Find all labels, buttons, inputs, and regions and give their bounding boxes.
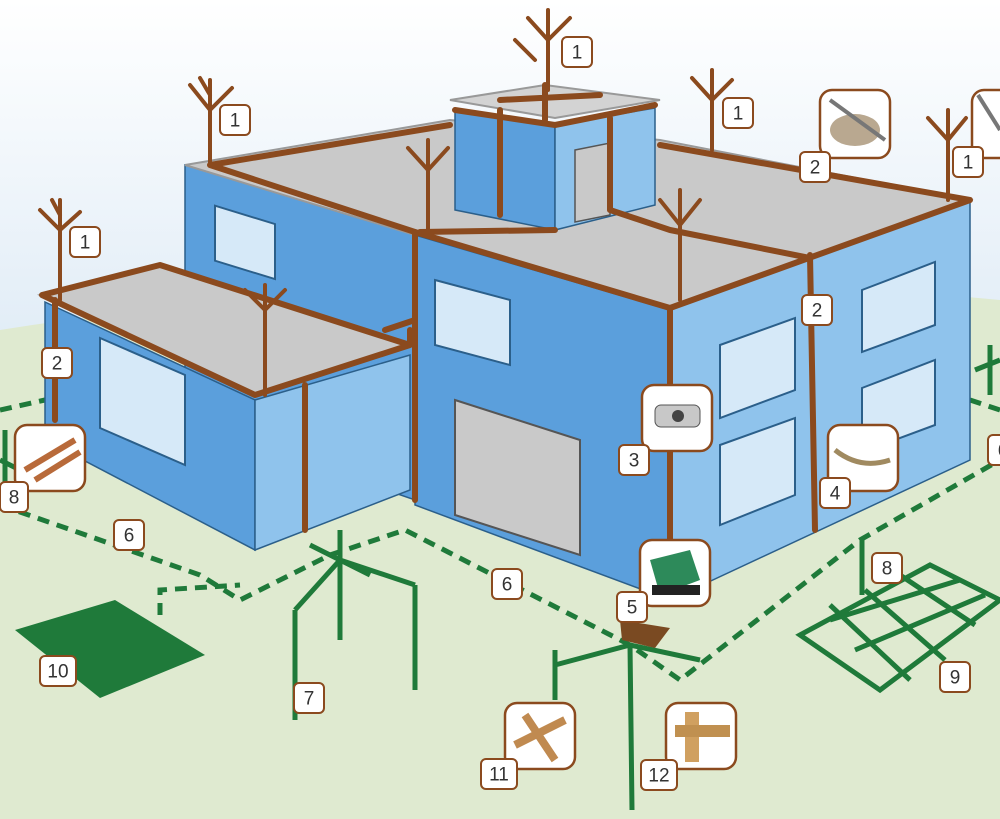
- callout-number: 6: [998, 441, 1000, 462]
- photo-clamp: [826, 423, 900, 493]
- callout-ground-mesh: 9: [939, 661, 971, 693]
- photo-cross-clamp: [503, 701, 577, 771]
- callout-test-joint: 3: [618, 444, 650, 476]
- callout-number: 2: [812, 301, 823, 322]
- callout-number: 1: [963, 153, 974, 174]
- callout-number: 10: [47, 662, 68, 683]
- callout-ground-loop: 6: [113, 519, 145, 551]
- callout-air-terminal: 1: [722, 97, 754, 129]
- callout-cross-clamp: 11: [480, 758, 518, 790]
- callout-down-conductor: 2: [799, 151, 831, 183]
- callout-ground-loop: 6: [987, 434, 1000, 466]
- callout-ground-rod: 7: [293, 682, 325, 714]
- callout-number: 6: [502, 575, 513, 596]
- callout-number: 2: [810, 158, 821, 179]
- callout-number: 1: [572, 43, 583, 64]
- photo-roof-clip: [970, 88, 1000, 160]
- callout-number: 4: [830, 484, 841, 505]
- callout-rod-clamp: 12: [640, 759, 678, 791]
- callout-number: 7: [304, 689, 315, 710]
- callout-conductor-clamp: 4: [819, 477, 851, 509]
- callout-number: 12: [648, 766, 669, 787]
- photo-rod-clamp: [664, 701, 738, 771]
- ground-mesh: [795, 540, 1000, 694]
- air-terminals: [38, 8, 968, 397]
- callout-down-conductor: 2: [41, 347, 73, 379]
- callout-down-conductor: 2: [801, 294, 833, 326]
- photo-test-joint: [640, 383, 714, 453]
- callout-air-terminal: 1: [561, 36, 593, 68]
- callout-number: 8: [882, 559, 893, 580]
- ground-loop: [0, 397, 1000, 684]
- building: [37, 83, 974, 648]
- photo-connection: [13, 423, 87, 493]
- callout-number: 11: [489, 765, 509, 786]
- callout-number: 1: [230, 111, 241, 132]
- callout-connection-point: 8: [871, 552, 903, 584]
- callout-connection-point: 8: [0, 481, 29, 513]
- photo-inspection-pit: [638, 538, 712, 608]
- callout-ground-loop: 6: [491, 568, 523, 600]
- callout-number: 3: [629, 451, 640, 472]
- callout-inspection-pit: 5: [616, 591, 648, 623]
- ground-rod-right: [974, 345, 1000, 395]
- ground-plate: [15, 600, 205, 698]
- garage-door: [454, 398, 581, 557]
- callout-air-terminal: 1: [219, 104, 251, 136]
- photo-roof-support: [818, 88, 892, 160]
- callout-number: 8: [9, 488, 20, 509]
- callout-number: 6: [124, 526, 135, 547]
- callout-number: 2: [52, 354, 63, 375]
- callout-number: 1: [733, 104, 744, 125]
- ground-rods: [292, 530, 701, 811]
- callout-number: 5: [627, 598, 638, 619]
- callout-ground-plate: 10: [39, 655, 77, 687]
- callout-air-terminal: 1: [952, 146, 984, 178]
- callout-number: 9: [950, 668, 961, 689]
- callout-air-terminal: 1: [69, 226, 101, 258]
- callout-number: 1: [80, 233, 91, 254]
